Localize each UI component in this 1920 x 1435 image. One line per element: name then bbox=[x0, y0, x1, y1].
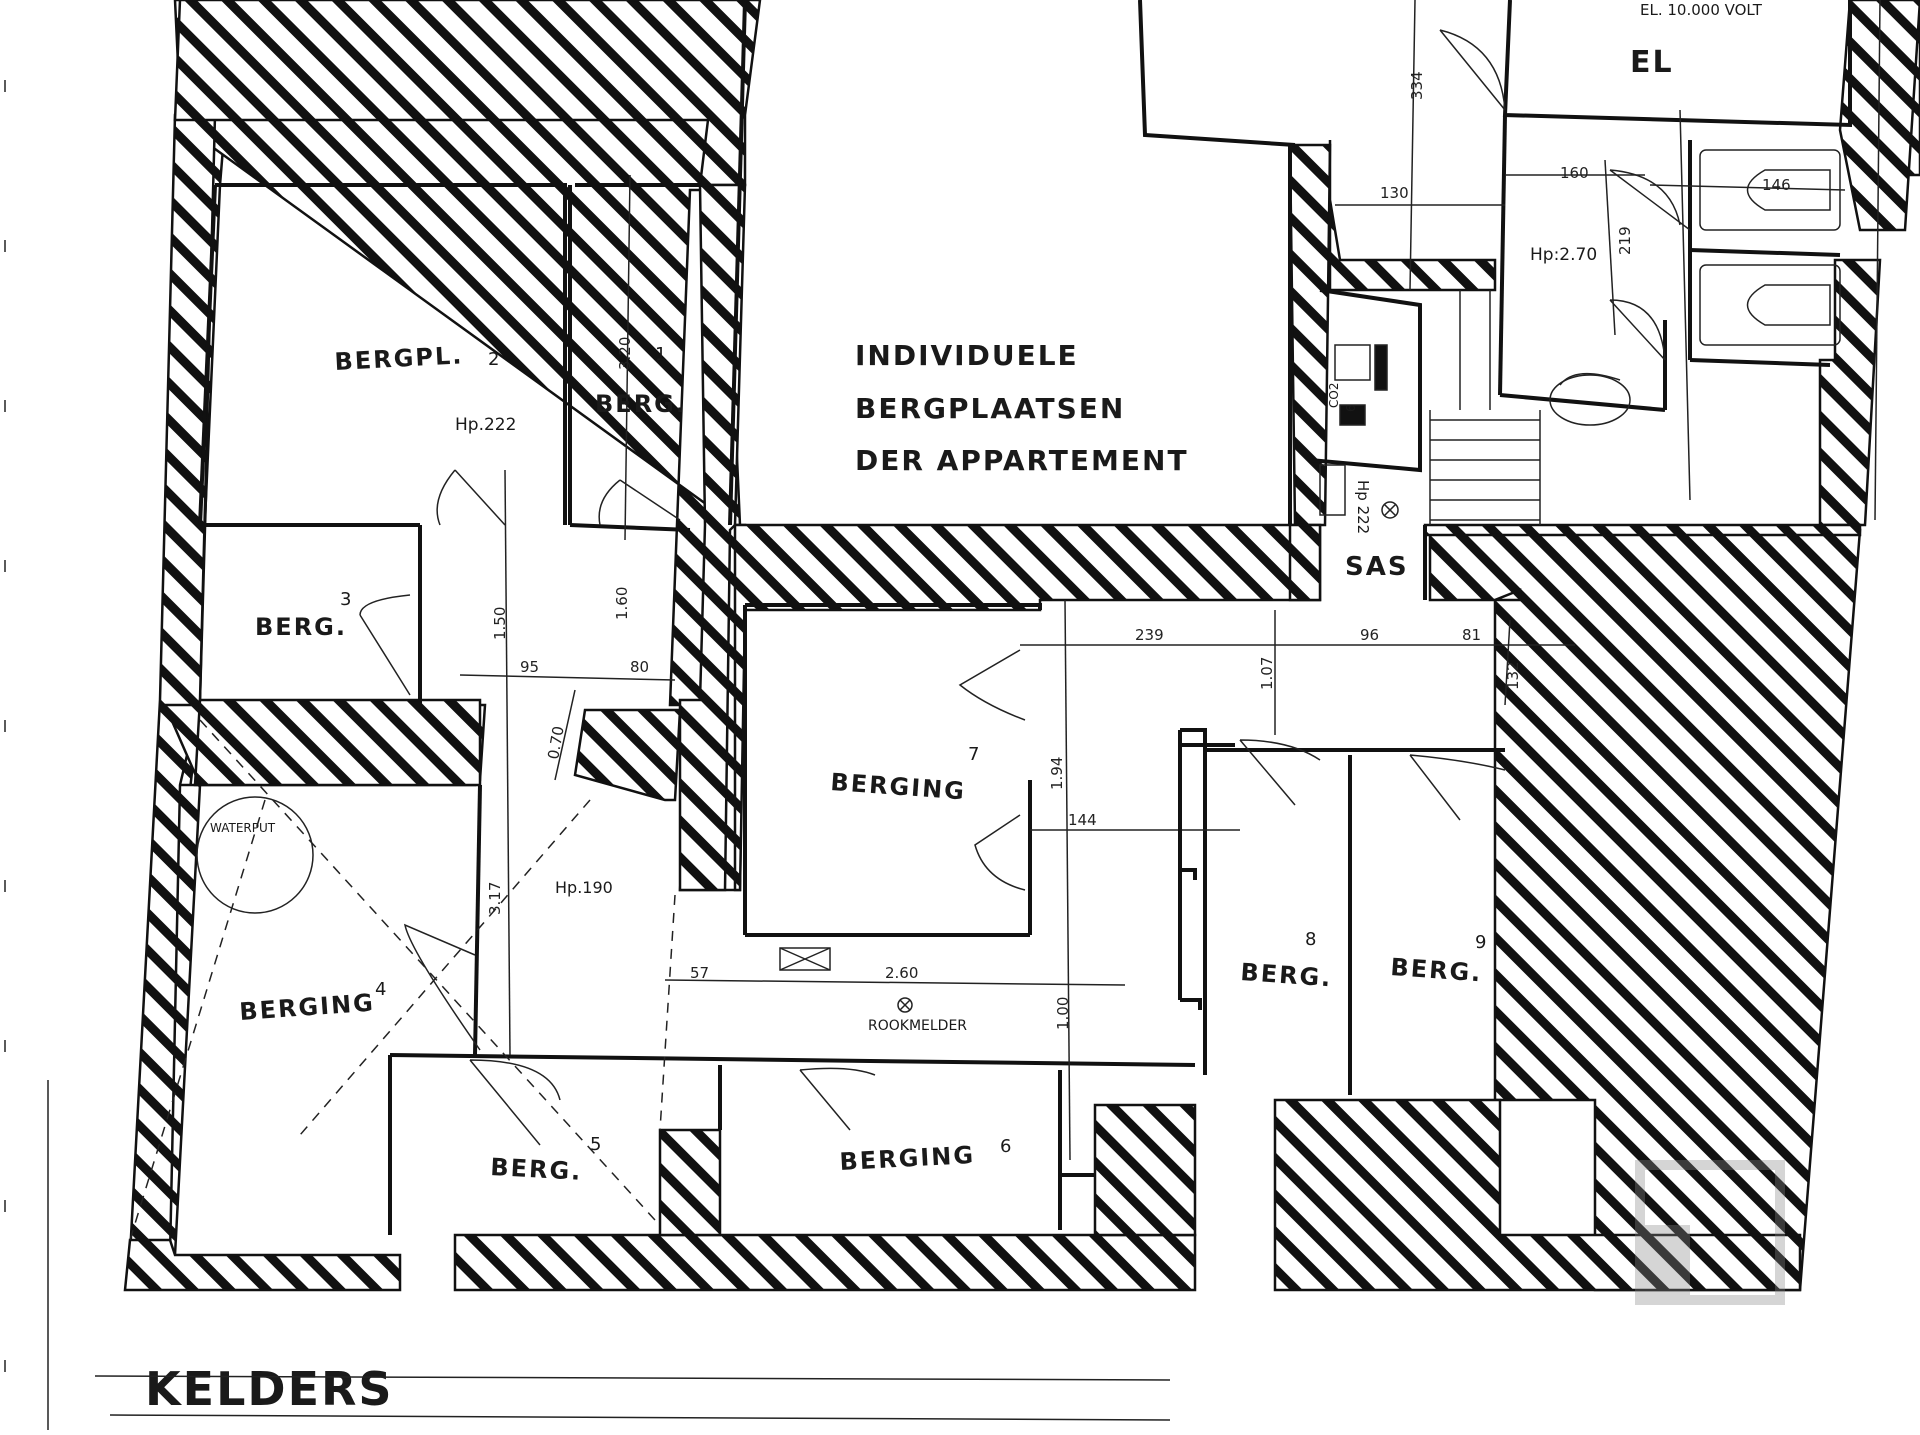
margin-ticks bbox=[4, 80, 49, 1430]
room-labels: BERGPL. 2 BERG. 1 Hp.222 BERG. 3 INDIVID… bbox=[145, 1, 1763, 1416]
dimension-lines bbox=[459, 0, 1881, 1161]
dim-100: 1.00 bbox=[1054, 997, 1072, 1030]
dim-80: 80 bbox=[630, 658, 649, 676]
sas-equipment bbox=[1319, 344, 1399, 519]
wall-left-vertical bbox=[128, 113, 217, 1257]
dim-95: 95 bbox=[520, 658, 539, 676]
wall-center-left bbox=[678, 183, 747, 892]
dim-57: 57 bbox=[690, 964, 709, 982]
dim-144: 144 bbox=[1068, 811, 1097, 829]
label-num-7: 7 bbox=[968, 744, 979, 765]
dim-239: 239 bbox=[1135, 626, 1164, 644]
label-co2: CO2 bbox=[1327, 383, 1341, 408]
dim-160: 160 bbox=[1560, 164, 1589, 182]
label-num-5: 5 bbox=[590, 1134, 601, 1155]
toilet-lower-icon bbox=[1699, 264, 1841, 346]
title-underline-2 bbox=[109, 1414, 1171, 1421]
wall-individuele-right bbox=[1288, 143, 1332, 527]
label-num-9: 9 bbox=[1475, 932, 1486, 953]
label-num-8: 8 bbox=[1305, 929, 1316, 950]
dim-150: 1.50 bbox=[491, 607, 509, 640]
dim-130: 130 bbox=[1380, 184, 1409, 202]
label-der-appartement: DER APPARTEMENT bbox=[855, 444, 1189, 477]
dim-194: 1.94 bbox=[1048, 757, 1066, 790]
label-num-1: 1 bbox=[655, 344, 666, 365]
logo-watermark bbox=[1635, 1160, 1785, 1305]
wall-bottom-right bbox=[1273, 1098, 1802, 1292]
label-berging-4: BERGING bbox=[238, 989, 375, 1026]
label-berg-9: BERG. bbox=[1390, 953, 1484, 987]
wall-sas-right bbox=[1423, 523, 1862, 537]
label-bergpl-2: BERGPL. bbox=[334, 341, 464, 376]
wall-hp270-right bbox=[1818, 258, 1882, 527]
smoke-detector-sas-icon bbox=[1381, 501, 1399, 519]
dim-160b: 1.60 bbox=[613, 587, 631, 620]
wall-center-horizontal bbox=[733, 523, 1322, 892]
label-berg-1: BERG. bbox=[595, 390, 687, 418]
wall-berg5-right bbox=[658, 1128, 722, 1237]
wall-berging6-right bbox=[1093, 1103, 1197, 1237]
title-kelders: KELDERS bbox=[145, 1362, 394, 1416]
toilet-upper-icon bbox=[1699, 149, 1841, 231]
wall-right-outer-top bbox=[1838, 0, 1920, 232]
label-berging-7: BERGING bbox=[830, 768, 967, 805]
smoke-detector-icon bbox=[897, 997, 913, 1013]
label-waterput: WATERPUT bbox=[210, 821, 276, 835]
label-sas: SAS bbox=[1345, 552, 1409, 582]
label-berg-8: BERG. bbox=[1240, 958, 1334, 992]
dim-334: 334 bbox=[1408, 71, 1426, 100]
label-rookmelder: ROOKMELDER bbox=[868, 1018, 967, 1034]
wall-berging4-top bbox=[193, 698, 482, 787]
vent-box-icon bbox=[779, 947, 831, 971]
label-berg-3: BERG. bbox=[255, 613, 347, 641]
label-berg-5: BERG. bbox=[490, 1153, 583, 1186]
title-underline bbox=[94, 1375, 1171, 1381]
label-el: EL bbox=[1630, 45, 1674, 80]
sink-icon bbox=[1549, 374, 1631, 426]
dim-320: 3.20 bbox=[616, 337, 634, 370]
label-num-2: 2 bbox=[488, 349, 499, 370]
label-hp-190: Hp.190 bbox=[555, 878, 613, 897]
toilet-fixtures bbox=[1549, 149, 1841, 426]
wall-bottom-left bbox=[123, 1238, 402, 1292]
dashed-lines bbox=[129, 719, 676, 1241]
label-individuele: INDIVIDUELE bbox=[855, 339, 1079, 372]
label-berging-6: BERGING bbox=[839, 1141, 976, 1176]
label-num-6: 6 bbox=[1000, 1136, 1011, 1157]
waterput-circle bbox=[196, 796, 314, 914]
dim-107: 1.07 bbox=[1258, 657, 1276, 690]
label-hp-222: Hp.222 bbox=[455, 415, 516, 435]
dimension-labels: 334 130 160 146 219 3.20 1.50 1.60 95 80… bbox=[486, 71, 1791, 1030]
dim-317: 3.17 bbox=[486, 882, 504, 915]
room-outlines bbox=[198, 0, 1852, 1235]
label-num-3: 3 bbox=[340, 589, 351, 610]
dim-132: 132 bbox=[1504, 661, 1522, 690]
rookmelder-symbol bbox=[779, 947, 913, 1013]
dim-70: 0.70 bbox=[544, 725, 568, 761]
dim-146: 146 bbox=[1762, 176, 1791, 194]
stair bbox=[1429, 290, 1541, 525]
wall-stair-right bbox=[1540, 360, 1830, 525]
wall-bottom-center bbox=[453, 1233, 1197, 1292]
dim-219: 219 bbox=[1616, 226, 1634, 255]
wall-sas-left bbox=[1288, 523, 1322, 602]
dim-260: 2.60 bbox=[885, 964, 918, 982]
label-el-voltage: EL. 10.000 VOLT bbox=[1640, 1, 1763, 19]
extinguisher-box-icon bbox=[1334, 344, 1371, 381]
label-hp-222-sas: Hp 222 bbox=[1354, 480, 1372, 534]
label-num-4: 4 bbox=[375, 979, 386, 1000]
label-hp-2-70: Hp:2.70 bbox=[1530, 245, 1597, 265]
dim-81: 81 bbox=[1462, 626, 1481, 644]
wall-column-centre bbox=[573, 708, 682, 802]
label-bergplaatsen: BERGPLAATSEN bbox=[855, 392, 1125, 425]
dim-96: 96 bbox=[1360, 626, 1379, 644]
wall-details bbox=[1060, 730, 1235, 1177]
label-six: 6 bbox=[1344, 404, 1358, 412]
